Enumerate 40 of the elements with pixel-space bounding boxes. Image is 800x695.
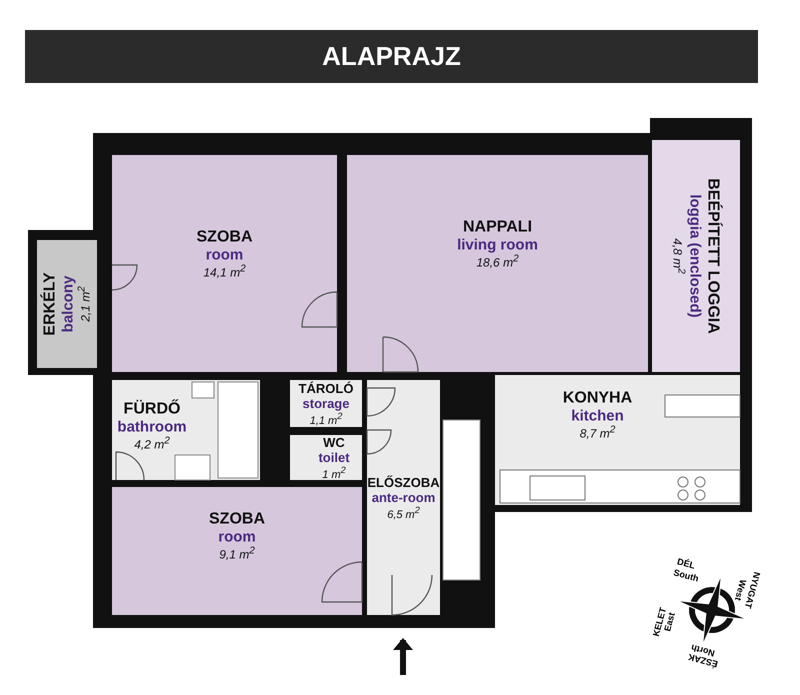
area-label: 14,1 m$^{2}$ bbox=[203, 263, 246, 279]
room-name: SZOBA bbox=[209, 510, 265, 528]
room-name: BEÉPÍTETT LOGGIA bbox=[704, 178, 722, 334]
room-name: SZOBA bbox=[196, 228, 252, 246]
area-label: 4,2 m$^{2}$ bbox=[134, 436, 170, 452]
room-name-english: storage bbox=[302, 396, 350, 411]
title-banner: ALAPRAJZ bbox=[25, 30, 758, 83]
room-name-english: balcony bbox=[60, 276, 76, 332]
room-name: ELŐSZOBA bbox=[367, 474, 440, 490]
room-name: FÜRDŐ bbox=[124, 400, 180, 418]
compass-direction-label: South bbox=[672, 568, 700, 584]
area-label: 9,1 m$^{2}$ bbox=[219, 546, 255, 562]
room-name-english: room bbox=[206, 246, 244, 263]
area-label: 1 m$^{2}$ bbox=[322, 464, 346, 480]
area-label: 1,1 m$^{2}$ bbox=[310, 410, 342, 426]
room-area bbox=[367, 380, 440, 615]
room-area bbox=[652, 140, 740, 372]
room-name: WC bbox=[323, 434, 345, 450]
room-name-english: loggia (enclosed) bbox=[686, 194, 704, 318]
room-name: NAPPALI bbox=[462, 218, 532, 236]
room-area bbox=[37, 240, 97, 368]
room-name-english: ante-room bbox=[372, 490, 436, 505]
room-name-english: room bbox=[218, 528, 256, 546]
room-area bbox=[290, 380, 362, 427]
compass-direction-label: West bbox=[732, 578, 748, 602]
room-name-english: living room bbox=[457, 236, 538, 253]
room-area bbox=[112, 487, 362, 615]
room-name-english: kitchen bbox=[571, 408, 624, 424]
room-name-english: bathroom bbox=[117, 418, 187, 436]
room-area bbox=[290, 435, 362, 480]
room-area bbox=[112, 155, 337, 372]
room-area bbox=[347, 155, 648, 372]
room-name: KONYHA bbox=[562, 390, 632, 408]
room-name-english: toilet bbox=[318, 450, 350, 465]
area-label: 18,6 m$^{2}$ bbox=[476, 253, 519, 269]
area-label: 6,5 m$^{2}$ bbox=[387, 504, 420, 520]
compass-direction-label: DÉL bbox=[676, 557, 696, 571]
area-label: 8,7 m$^{2}$ bbox=[580, 424, 616, 440]
room-name: TÁROLÓ bbox=[298, 380, 354, 396]
room-name: ERKÉLY bbox=[42, 272, 60, 336]
